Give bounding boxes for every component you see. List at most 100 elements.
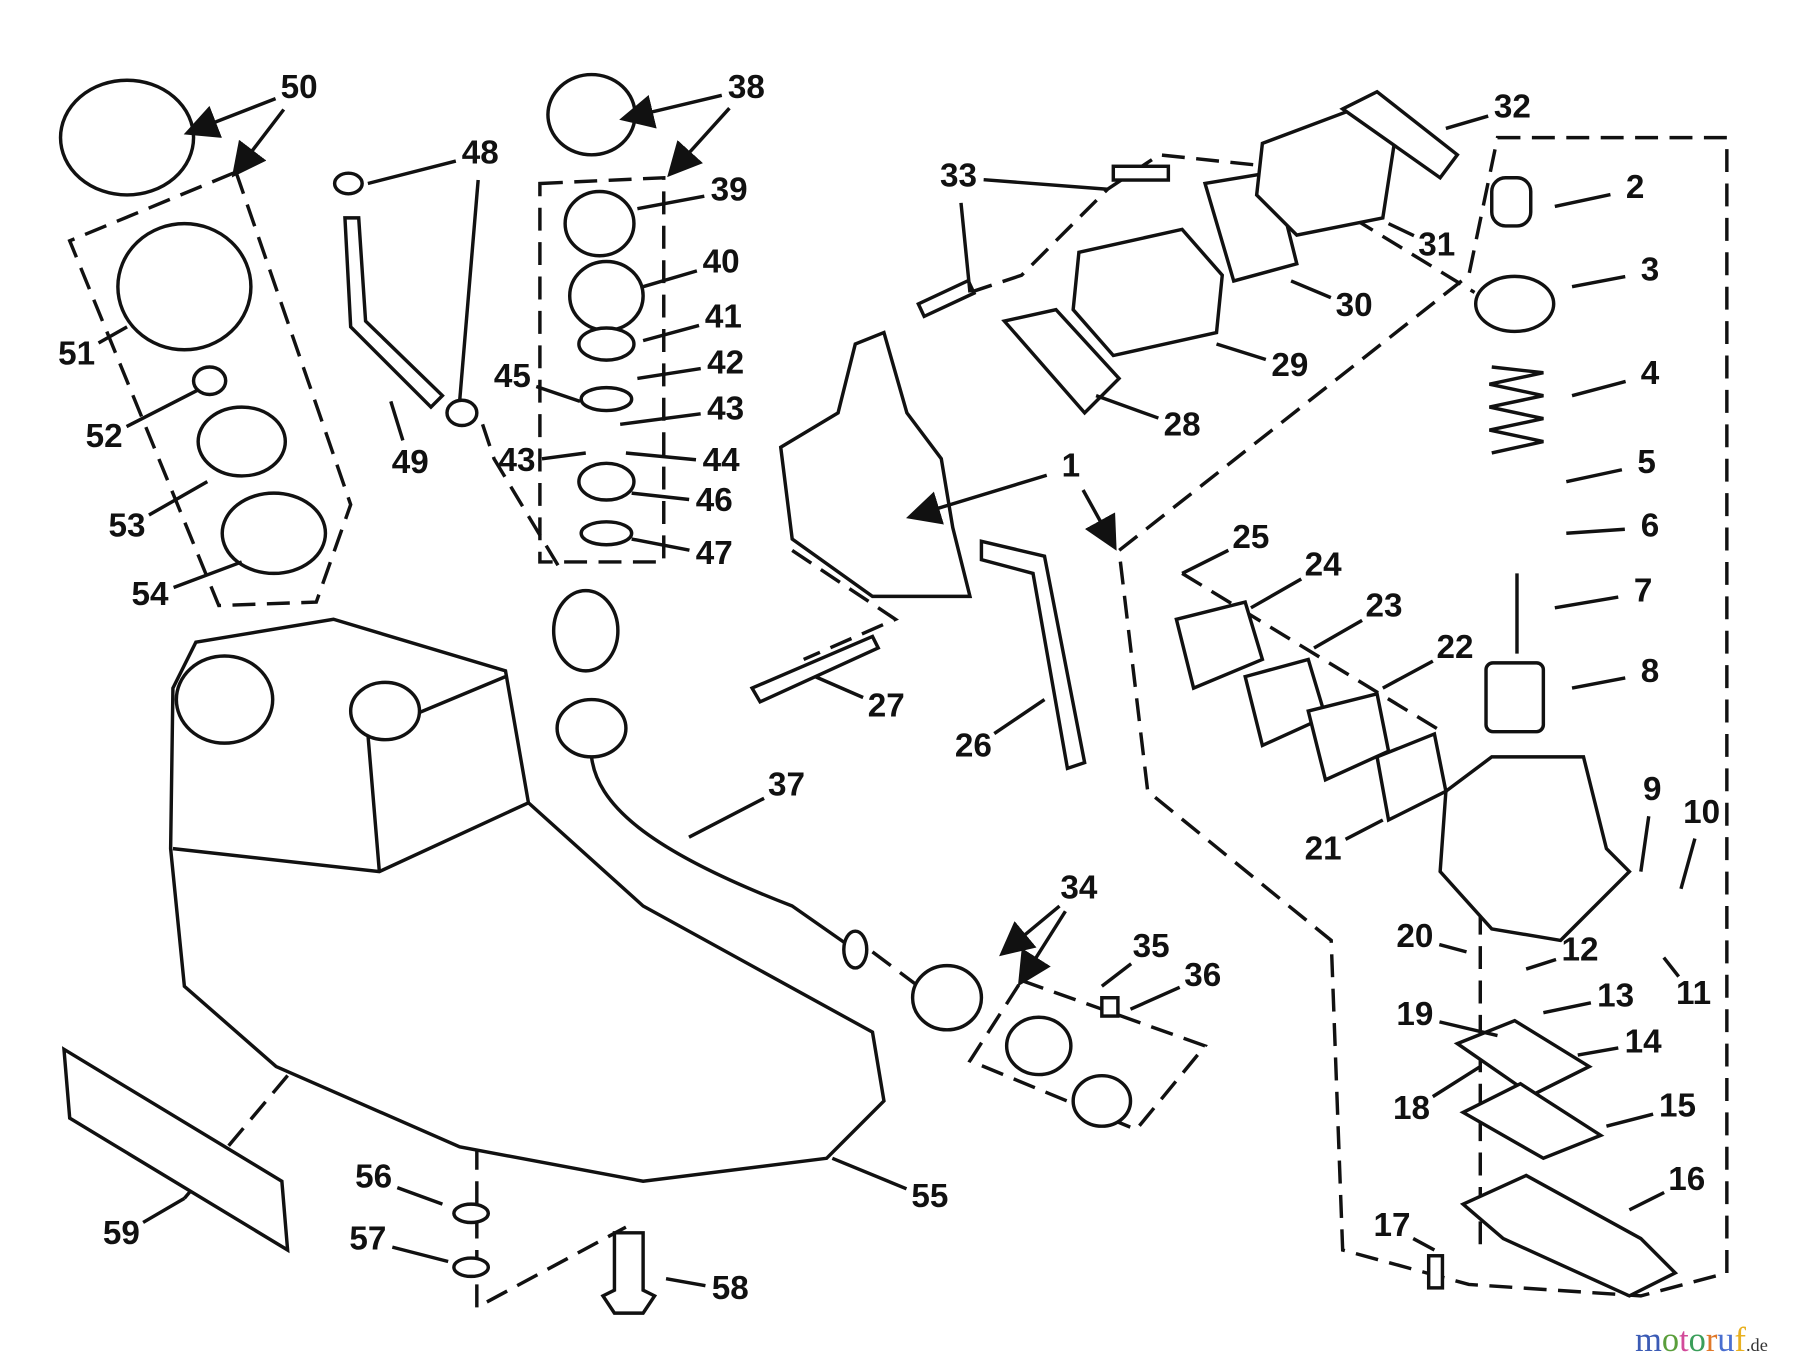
callout-59: 59: [103, 1196, 186, 1252]
leader-line: [906, 473, 1048, 525]
primer-group-outline: [538, 175, 666, 564]
leader-line: [1662, 956, 1681, 978]
callout-43: 43: [498, 442, 587, 479]
leader-line: [1381, 659, 1434, 690]
callout-label: 28: [1164, 406, 1201, 443]
leader-line: [642, 269, 698, 289]
callout-57: 57: [349, 1221, 449, 1264]
callout-label: 19: [1396, 996, 1433, 1033]
watermark-letter: o: [1689, 1321, 1706, 1359]
callout-21: 21: [1305, 818, 1384, 868]
callout-51: 51: [58, 325, 128, 372]
leader-line: [1571, 676, 1626, 690]
callout-label: 20: [1396, 918, 1433, 955]
callout-30: 30: [1290, 279, 1373, 324]
callout-label: 35: [1133, 928, 1170, 965]
fuel-line-49: [343, 216, 445, 410]
callout-31: 31: [1387, 222, 1455, 263]
fuel-cap-51: [116, 221, 253, 352]
callout-35: 35: [1100, 928, 1170, 988]
fuel-cap-50: [58, 78, 196, 197]
callout-label: 52: [86, 418, 123, 455]
leader-line: [97, 325, 128, 345]
callout-label: 1: [1062, 448, 1081, 485]
callout-label: 6: [1641, 507, 1660, 544]
callout-label: 15: [1659, 1088, 1696, 1125]
callout-label: 34: [1060, 870, 1097, 907]
leader-line: [142, 1196, 186, 1224]
callout-label: 54: [131, 576, 168, 613]
callout-33: 33: [940, 158, 1108, 293]
parts: [58, 72, 1679, 1315]
callout-label: 18: [1393, 1090, 1430, 1127]
callout-label: 40: [703, 244, 740, 281]
filter-34: [910, 963, 984, 1032]
leader-line: [396, 1185, 444, 1206]
leader-line: [1565, 468, 1623, 484]
carburetor-body: [1438, 755, 1632, 943]
leader-line: [367, 159, 457, 186]
callout-20: 20: [1396, 918, 1467, 955]
vent-53: [196, 405, 288, 478]
callout-label: 59: [103, 1215, 140, 1252]
callout-label: 12: [1562, 932, 1599, 969]
callout-label: 2: [1626, 169, 1645, 206]
callout-52: 52: [86, 388, 199, 455]
leader-line: [642, 323, 700, 343]
callout-label: 42: [707, 344, 744, 381]
callout-label: 47: [696, 535, 733, 572]
callout-label: 4: [1641, 355, 1660, 392]
callout-label: 50: [281, 69, 318, 106]
callout-3: 3: [1571, 252, 1659, 289]
callout-label: 11: [1676, 975, 1711, 1012]
leader-line: [1639, 816, 1651, 872]
leader-line: [457, 179, 480, 402]
callout-4: 4: [1571, 355, 1660, 398]
leader-line: [619, 93, 723, 129]
leader-line: [1431, 1065, 1482, 1099]
callout-label: 43: [707, 390, 744, 427]
leader-line: [391, 1245, 449, 1264]
callout-label: 48: [462, 135, 499, 172]
callout-13: 13: [1543, 978, 1634, 1015]
watermark-letter: o: [1662, 1321, 1679, 1359]
leader-line: [993, 698, 1046, 735]
callout-45: 45: [494, 358, 581, 404]
leader-line: [983, 177, 1108, 191]
callout-47: 47: [631, 535, 733, 572]
callout-43: 43: [619, 390, 744, 427]
callout-label: 8: [1641, 653, 1660, 690]
callout-label: 10: [1683, 794, 1720, 831]
leader-line: [231, 108, 286, 178]
callout-27: 27: [814, 675, 905, 724]
watermark-letter: u: [1717, 1321, 1734, 1359]
callout-38: 38: [619, 69, 765, 178]
callout-16: 16: [1628, 1161, 1705, 1212]
callout-label: 49: [392, 444, 429, 481]
leader-line: [1628, 1190, 1665, 1212]
callout-12: 12: [1525, 932, 1599, 971]
primer-bulb-38: [546, 72, 637, 157]
callout-label: 17: [1373, 1207, 1410, 1244]
callout-29: 29: [1216, 342, 1308, 384]
leader-line: [1571, 274, 1626, 289]
callout-56: 56: [355, 1159, 444, 1206]
callout-label: 22: [1437, 629, 1474, 666]
callout-6: 6: [1566, 507, 1659, 544]
callout-53: 53: [109, 480, 209, 544]
callout-9: 9: [1639, 771, 1662, 872]
callouts: 1234567891011121314151617181920212223242…: [58, 69, 1720, 1307]
gasket-14: [1453, 1018, 1593, 1098]
callout-1: 1: [906, 448, 1117, 551]
leader-line: [1017, 910, 1067, 987]
callout-39: 39: [637, 171, 748, 211]
leader-line: [1554, 595, 1619, 610]
callout-26: 26: [955, 698, 1046, 765]
callout-label: 29: [1271, 347, 1308, 384]
callout-label: 44: [703, 442, 740, 479]
leader-line: [631, 537, 690, 552]
callout-19: 19: [1396, 996, 1498, 1038]
callout-label: 16: [1668, 1161, 1705, 1198]
leader-line: [1344, 818, 1384, 841]
leader-line: [637, 366, 702, 381]
